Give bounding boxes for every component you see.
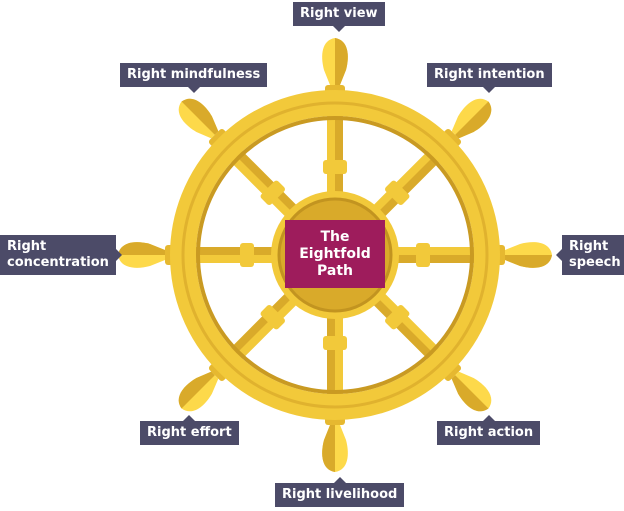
label-right-livelihood: Right livelihood xyxy=(275,477,405,507)
label-right-speech: Right speech xyxy=(556,235,624,275)
label-right-intention: Right intention xyxy=(427,63,552,93)
outer-rim-groove xyxy=(181,101,489,409)
spoke-handle xyxy=(322,38,348,205)
label-right-view: Right view xyxy=(293,2,385,32)
spoke-handle xyxy=(364,284,492,412)
inner-rim-edge xyxy=(196,116,474,394)
label-right-concentration: Right concentration xyxy=(0,235,122,275)
label-right-mindfulness: Right mindfulness xyxy=(120,63,268,93)
spoke-handle xyxy=(322,305,348,472)
label-right-action: Right action xyxy=(437,415,541,445)
spoke-handle xyxy=(385,242,552,268)
spoke-handle xyxy=(178,98,306,226)
label-right-effort: Right effort xyxy=(140,415,239,445)
center-title: The Eightfold Path xyxy=(285,220,385,288)
spoke-handle xyxy=(118,242,285,268)
spoke-handle xyxy=(178,284,306,412)
